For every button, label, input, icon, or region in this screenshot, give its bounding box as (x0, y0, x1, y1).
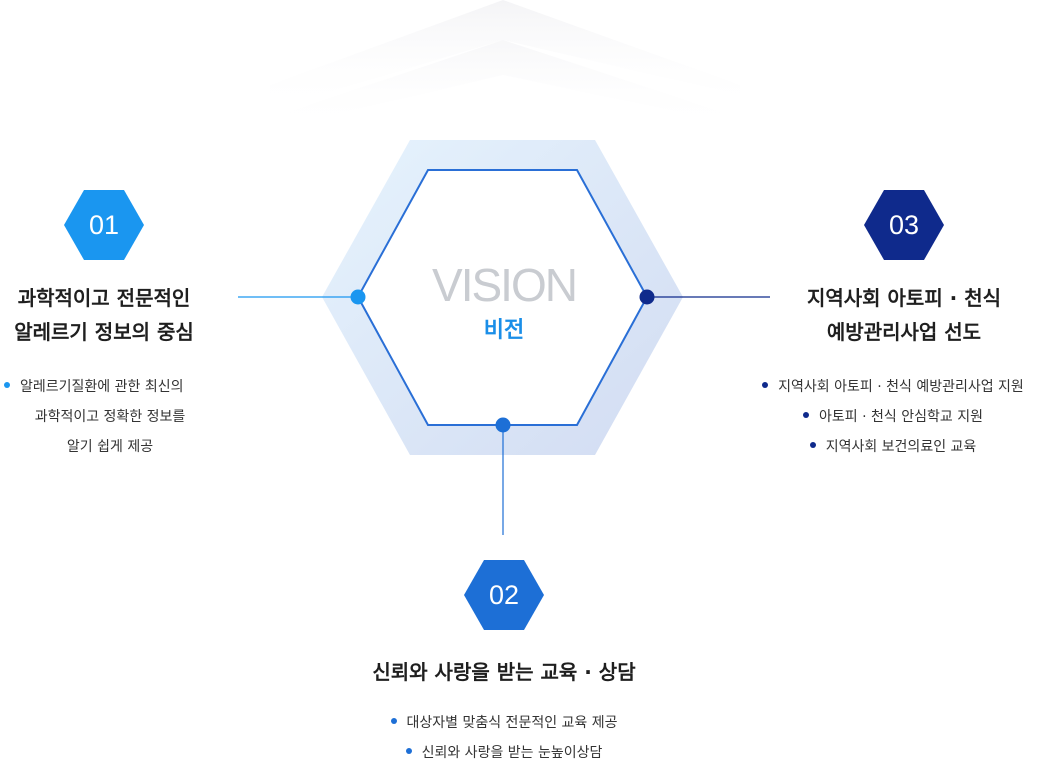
bullet-dot-icon (390, 718, 397, 724)
node-dot-01 (350, 289, 366, 305)
bullet-dot-icon (803, 412, 810, 418)
roof-chevron-back (270, 0, 740, 110)
badge-number-02: 02 (488, 580, 520, 610)
heading-02-line1: 신뢰와 사랑을 받는 교육 · 상담 (372, 660, 636, 684)
hexagon-badge-icon (464, 560, 544, 630)
hexagon-badge-icon (64, 190, 144, 260)
heading-03: 지역사회 아토피 · 천식 예방관리사업 선도 (770, 281, 1038, 349)
list-item: 지역사회 보건의료인 교육 (740, 432, 1046, 462)
list-item: 과학적이고 정확한 정보를 (34, 409, 186, 425)
bullet-dot-icon (4, 382, 10, 388)
heading-01-line1: 과학적이고 전문적인 (17, 286, 191, 310)
list-item: 알기 쉽게 제공 (66, 439, 154, 455)
bullet-list-02: 대상자별 맞춤식 전문적인 교육 제공 신뢰와 사랑을 받는 눈높이상담 (344, 708, 664, 768)
heading-01-line2: 알레르기 정보의 중심 (14, 320, 194, 344)
bullet-dot-icon (762, 382, 769, 388)
badge-number-03: 03 (888, 210, 920, 240)
badge-03: 03 (864, 190, 944, 260)
bullet-list-03: 지역사회 아토피 · 천식 예방관리사업 지원 아토피 · 천식 안심학교 지원… (740, 372, 1046, 462)
heading-03-line2: 예방관리사업 선도 (826, 320, 982, 344)
hexagon-badge-icon (864, 190, 944, 260)
node-dot-02 (495, 417, 511, 433)
bullet-dot-icon (809, 442, 816, 448)
heading-02: 신뢰와 사랑을 받는 교육 · 상담 (304, 655, 704, 689)
bullet-list-01: 알레르기질환에 관한 최신의 과학적이고 정확한 정보를 알기 쉽게 제공 (0, 372, 210, 462)
list-item: 신뢰와 사랑을 받는 눈높이상담 (344, 738, 664, 768)
heading-03-line1: 지역사회 아토피 · 천식 (806, 286, 1002, 310)
list-item: 대상자별 맞춤식 전문적인 교육 제공 (344, 708, 664, 738)
badge-02: 02 (464, 560, 544, 630)
roof-chevron-front (270, 40, 740, 130)
bullet-dot-icon (405, 748, 412, 754)
list-item: 아토피 · 천식 안심학교 지원 (740, 402, 1046, 432)
list-item: 지역사회 아토피 · 천식 예방관리사업 지원 (740, 372, 1046, 402)
heading-01: 과학적이고 전문적인 알레르기 정보의 중심 (0, 281, 208, 349)
list-item: 알레르기질환에 관한 최신의 (0, 372, 210, 402)
vision-title: VISION (432, 259, 578, 311)
badge-01: 01 (64, 190, 144, 260)
badge-number-01: 01 (88, 210, 120, 240)
vision-subtitle: 비전 (483, 318, 525, 343)
node-dot-03 (639, 289, 655, 305)
